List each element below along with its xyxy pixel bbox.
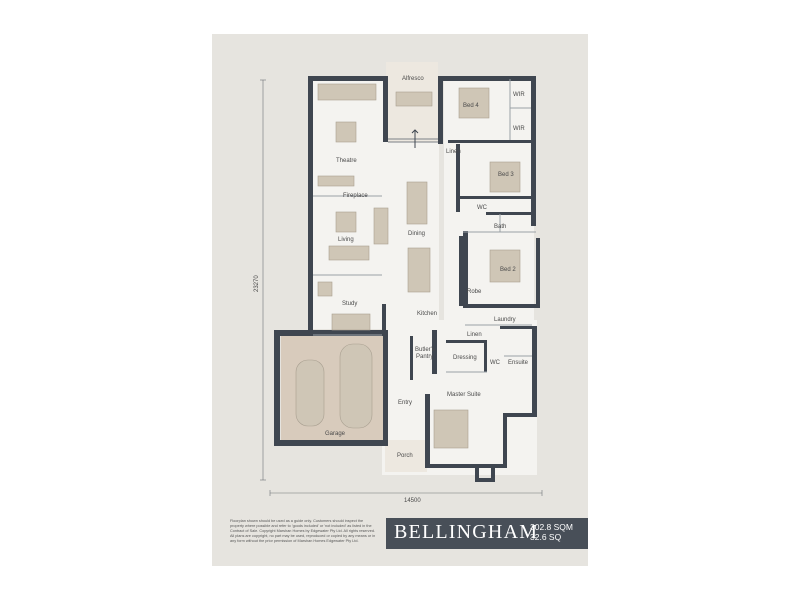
disclaimer-text: Floorplan shown should be used as a guid… [230, 519, 376, 543]
room-label-dining: Dining [408, 231, 425, 237]
room-label-porch: Porch [397, 453, 413, 459]
title-bar: BELLINGHAM 302.8 SQM 32.6 SQ [386, 518, 588, 549]
room-label-alfresco: Alfresco [402, 76, 424, 82]
alfresco-door [388, 138, 438, 143]
room-label-fireplace: Fireplace [343, 193, 368, 199]
room-label-entry: Entry [398, 400, 412, 406]
room-label-linen1: Linen [446, 149, 461, 155]
room-label-master: Master Suite [447, 392, 481, 398]
arrow-up-icon [411, 129, 419, 148]
room-label-study: Study [342, 301, 357, 307]
dimension-width: 14500 [404, 498, 421, 504]
room-label-laundry: Laundry [494, 317, 516, 323]
room-label-butlers: Butler's [415, 347, 435, 353]
partitions [313, 79, 536, 373]
room-label-theatre: Theatre [336, 158, 357, 164]
room-label-wir2: WIR [513, 126, 525, 132]
room-label-robe: Robe [467, 289, 482, 295]
room-label-pantry: Pantry [416, 354, 433, 360]
room-label-bed2: Bed 2 [500, 267, 516, 273]
room-label-kitchen: Kitchen [417, 311, 437, 317]
area-sqm: 302.8 SQM [530, 522, 573, 532]
room-labels: Alfresco Bed 4 WIR WIR Linen Theatre Bed… [325, 76, 529, 459]
dimension-lines [260, 79, 543, 496]
plan-areas: 302.8 SQM 32.6 SQ [530, 522, 573, 542]
dimension-depth: 23270 [254, 275, 260, 292]
room-label-bath: Bath [494, 224, 506, 230]
porch-area [385, 440, 427, 472]
furniture [295, 83, 521, 449]
room-label-garage: Garage [325, 431, 346, 437]
room-label-living: Living [338, 237, 354, 243]
area-sq: 32.6 SQ [530, 532, 562, 542]
room-label-ensuite: Ensuite [508, 360, 529, 366]
room-label-wc1: WC [477, 205, 488, 211]
room-label-bed3: Bed 3 [498, 172, 514, 178]
room-label-dressing: Dressing [453, 355, 477, 361]
room-label-bed4: Bed 4 [463, 103, 479, 109]
plan-title: BELLINGHAM [394, 521, 539, 543]
room-label-wc2: WC [490, 360, 501, 366]
room-label-linen2: Linen [467, 332, 482, 338]
room-label-wir1: WIR [513, 92, 525, 98]
walls [274, 76, 540, 482]
